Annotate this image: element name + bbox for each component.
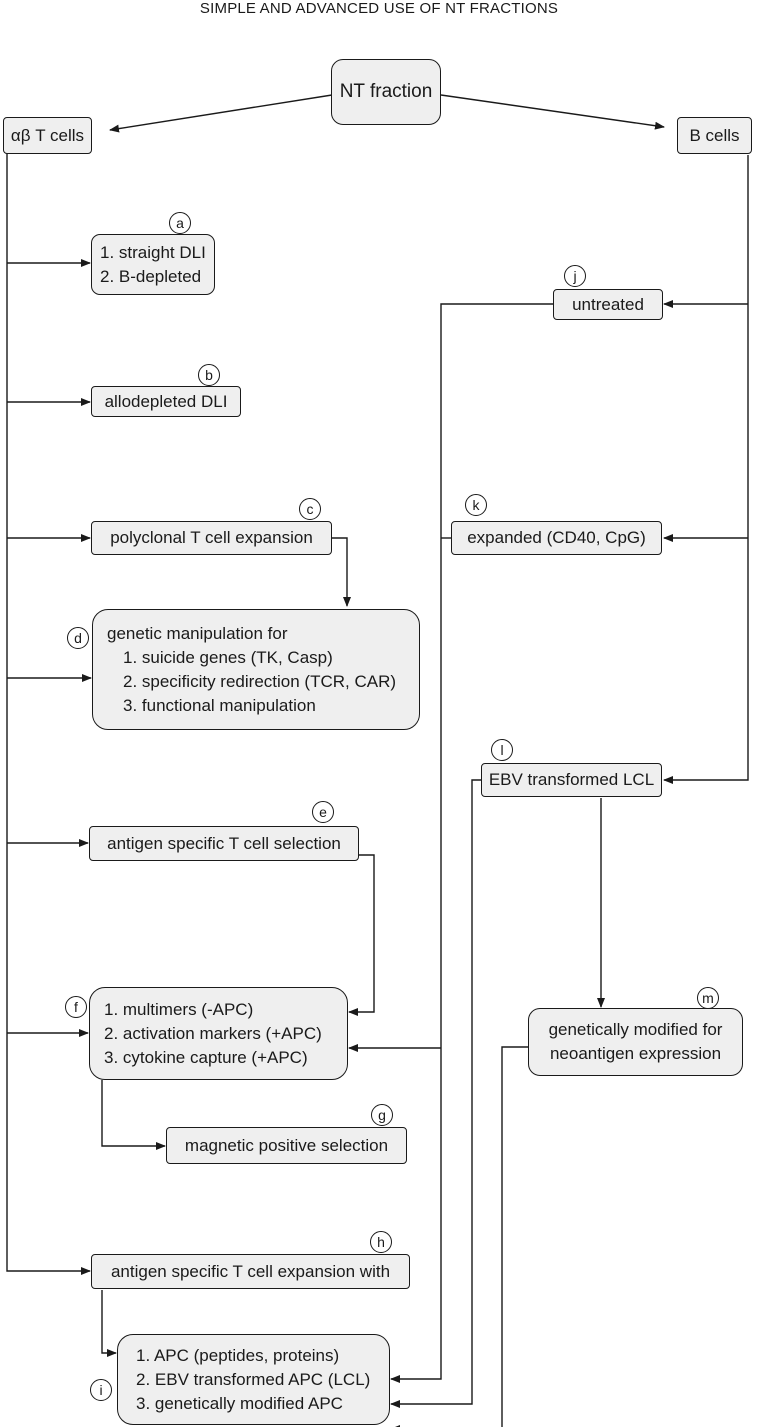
arrow-h-to-i	[101, 1290, 117, 1357]
tag-a: a	[169, 212, 191, 234]
node-neoantigen: genetically modified for neoantigen expr…	[528, 1008, 743, 1076]
tag-b: b	[198, 364, 220, 386]
node-polyclonal-expansion: polyclonal T cell expansion	[91, 521, 332, 555]
node-allodepleted-dli-label: allodepleted DLI	[104, 391, 228, 411]
node-expanded-label: expanded (CD40, CpG)	[467, 528, 646, 547]
tag-j: j	[564, 265, 586, 287]
tag-m: m	[697, 987, 719, 1009]
untreated-line	[390, 303, 553, 1383]
tag-h: h	[370, 1231, 392, 1253]
node-b-cells-label: B cells	[689, 125, 740, 145]
node-m-line-1: genetically modified for	[548, 1020, 723, 1039]
lcl-to-i	[390, 779, 481, 1408]
tag-k: k	[465, 494, 487, 516]
node-ebv-lcl-label: EBV transformed LCL	[488, 770, 655, 789]
node-b-cells: B cells	[677, 117, 752, 154]
node-magnetic-selection-label: magnetic positive selection	[184, 1135, 389, 1155]
arrow-f-to-g	[101, 1080, 166, 1150]
node-d-line-1: genetic manipulation for	[107, 623, 288, 643]
tag-i: i	[90, 1379, 112, 1401]
node-ab-t-cells: αβ T cells	[3, 117, 92, 154]
node-expanded: expanded (CD40, CpG)	[451, 521, 662, 555]
node-a-line-2: 2. B-depleted	[100, 266, 202, 286]
arrow-e-to-f	[348, 854, 375, 1016]
node-m-line-2: neoantigen expression	[549, 1044, 722, 1063]
node-d-line-3: 2. specificity redirection (TCR, CAR)	[123, 671, 397, 691]
b-trunk	[663, 155, 749, 784]
tag-l: l	[491, 739, 513, 761]
node-nt-fraction-label: NT fraction	[339, 81, 433, 102]
page-title: SIMPLE AND ADVANCED USE OF NT FRACTIONS	[199, 0, 559, 17]
node-a-line-1: 1. straight DLI	[100, 242, 206, 262]
node-untreated: untreated	[553, 289, 663, 320]
m-to-i	[390, 1046, 529, 1427]
node-untreated-label: untreated	[572, 294, 644, 314]
arrow-c-to-d	[331, 537, 351, 607]
node-antigen-selection: antigen specific T cell selection	[89, 826, 359, 861]
node-antigen-selection-label: antigen specific T cell selection	[107, 833, 341, 853]
node-ebv-lcl: EBV transformed LCL	[481, 763, 662, 797]
arrow-nt-to-b	[440, 94, 665, 130]
node-allodepleted-dli: allodepleted DLI	[91, 386, 241, 417]
tag-d: d	[67, 627, 89, 649]
tag-f: f	[65, 996, 87, 1018]
node-genetic-manipulation: genetic manipulation for 1. suicide gene…	[92, 609, 420, 730]
node-f-line-1: 1. multimers (-APC)	[104, 999, 254, 1019]
node-nt-fraction: NT fraction	[331, 59, 441, 125]
node-a: 1. straight DLI 2. B-depleted	[91, 234, 215, 295]
ab-trunk	[6, 153, 91, 1275]
node-d-line-2: 1. suicide genes (TK, Casp)	[123, 647, 333, 667]
node-polyclonal-expansion-label: polyclonal T cell expansion	[110, 528, 313, 547]
node-i-line-3: 3. genetically modified APC	[136, 1393, 343, 1413]
tag-e: e	[312, 801, 334, 823]
node-antigen-expansion-label: antigen specific T cell expansion with	[110, 1261, 391, 1281]
node-magnetic-selection: magnetic positive selection	[166, 1127, 407, 1164]
node-f-line-2: 2. activation markers (+APC)	[104, 1023, 322, 1043]
node-antigen-expansion: antigen specific T cell expansion with	[91, 1254, 410, 1289]
node-f-methods: 1. multimers (-APC) 2. activation marker…	[89, 987, 348, 1080]
node-ab-t-cells-label: αβ T cells	[10, 125, 85, 145]
tag-g: g	[371, 1104, 393, 1126]
node-i-apc: 1. APC (peptides, proteins) 2. EBV trans…	[117, 1334, 390, 1425]
arrow-nt-to-ab	[109, 94, 333, 133]
node-i-line-2: 2. EBV transformed APC (LCL)	[136, 1369, 371, 1389]
node-d-line-4: 3. functional manipulation	[123, 695, 316, 715]
node-f-line-3: 3. cytokine capture (+APC)	[104, 1047, 308, 1067]
node-i-line-1: 1. APC (peptides, proteins)	[136, 1345, 340, 1365]
tag-c: c	[299, 498, 321, 520]
